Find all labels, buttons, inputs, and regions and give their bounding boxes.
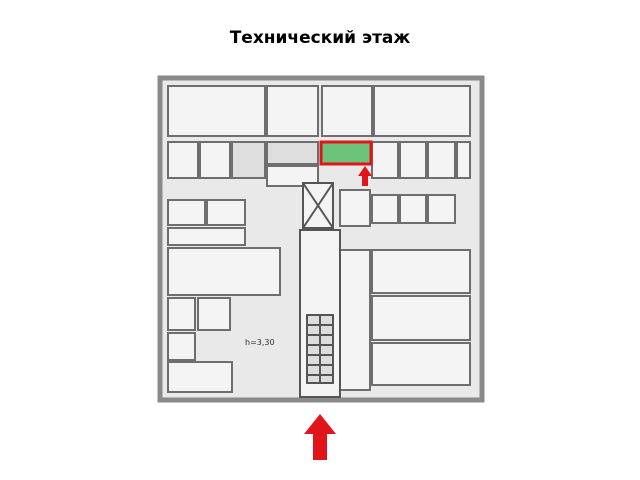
room xyxy=(167,361,233,393)
room xyxy=(427,194,456,224)
room xyxy=(197,297,231,331)
room xyxy=(167,332,196,361)
stair-core xyxy=(299,229,341,398)
elevator-shaft xyxy=(302,182,334,229)
room xyxy=(371,194,399,224)
room xyxy=(266,165,319,187)
room xyxy=(167,247,281,296)
room xyxy=(266,141,319,165)
room xyxy=(399,194,427,224)
room xyxy=(167,227,246,246)
room xyxy=(373,85,471,137)
room xyxy=(371,249,471,294)
room xyxy=(339,189,371,227)
room xyxy=(199,141,231,179)
room xyxy=(206,199,246,226)
room xyxy=(266,85,319,137)
room xyxy=(371,141,399,179)
room xyxy=(427,141,456,179)
height-label: h=3,30 xyxy=(245,338,275,347)
page-title: Технический этаж xyxy=(229,28,411,48)
entrance-arrow-up-icon xyxy=(304,414,336,460)
highlighted-room[interactable] xyxy=(319,140,373,166)
room xyxy=(339,249,371,391)
rooms xyxy=(167,85,471,393)
room xyxy=(321,85,373,137)
room xyxy=(371,295,471,341)
room xyxy=(456,141,471,179)
room xyxy=(371,342,471,386)
room xyxy=(399,141,427,179)
room xyxy=(167,199,206,226)
room xyxy=(167,141,199,179)
room xyxy=(167,297,196,331)
small-arrow-up-icon xyxy=(358,166,372,186)
room xyxy=(231,141,266,179)
room xyxy=(167,85,266,137)
